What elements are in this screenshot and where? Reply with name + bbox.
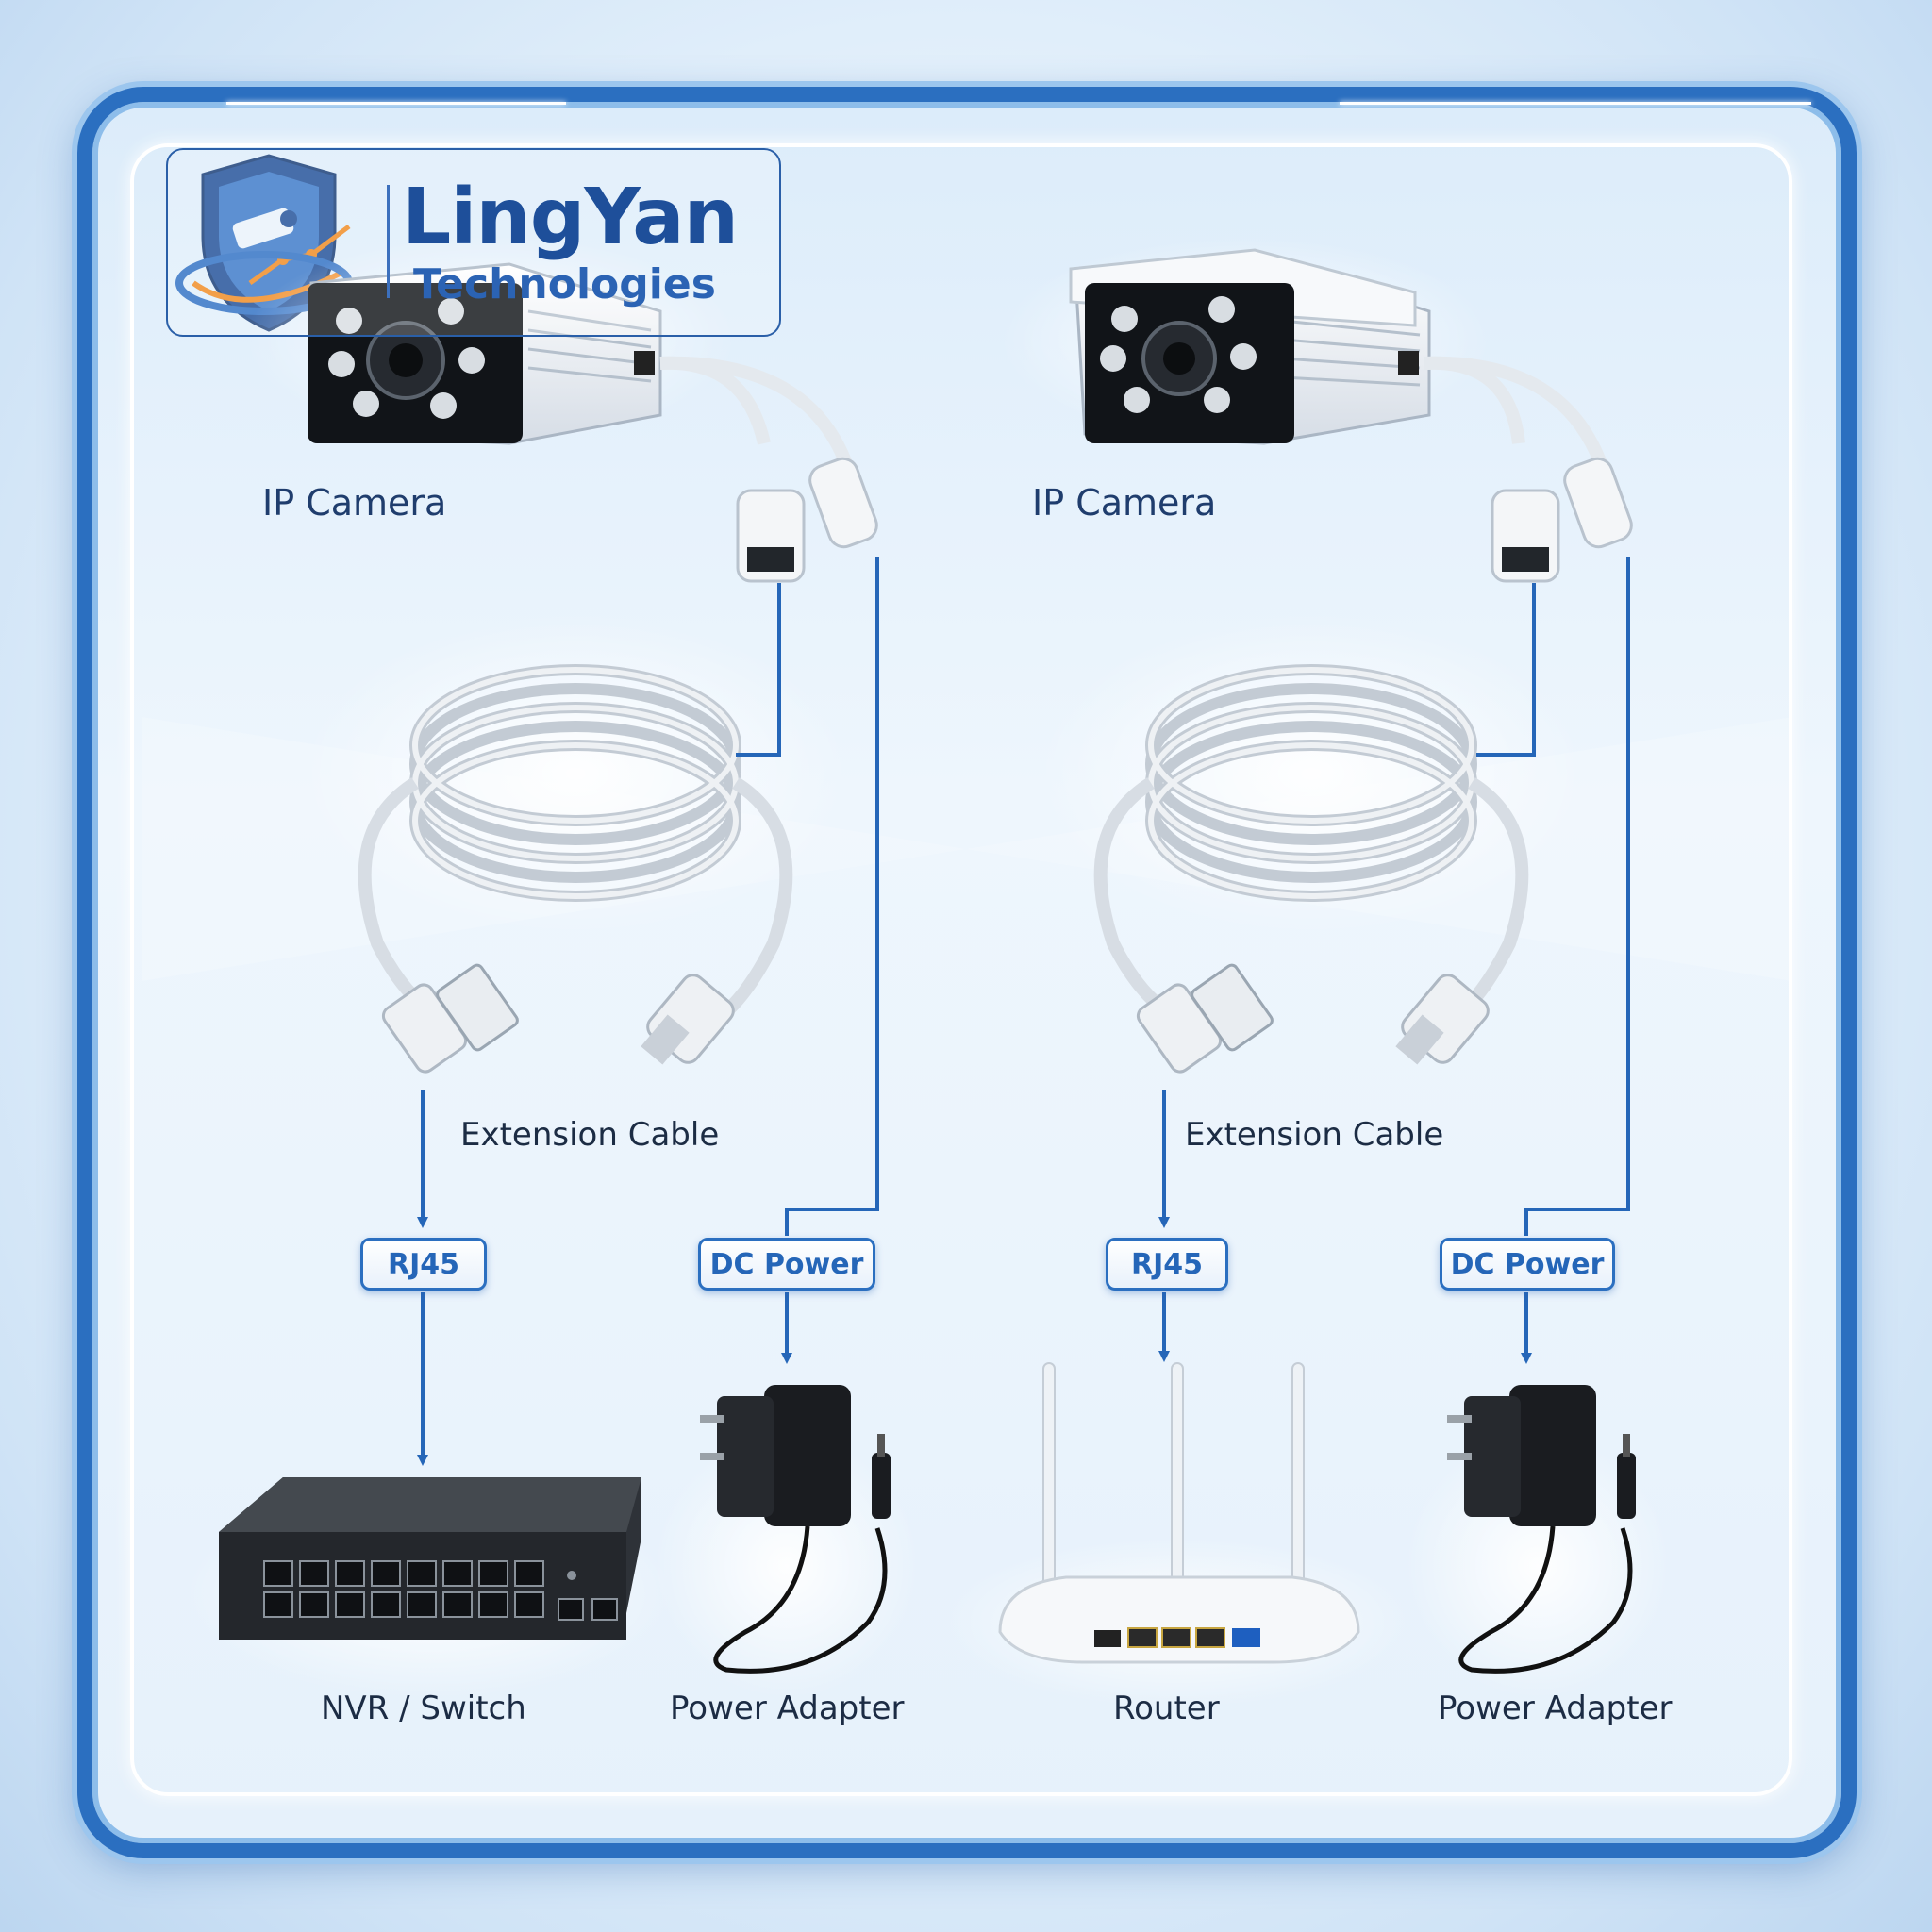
dc-plug-icon [641, 974, 1490, 1065]
rj45-plug-icon [381, 963, 1274, 1074]
power-adapter-icon [655, 1385, 919, 1698]
logo-box [166, 148, 781, 337]
router-icon [941, 1362, 1413, 1707]
power-device-label-right: Power Adapter [1438, 1690, 1673, 1727]
ip-camera-icon [1000, 236, 1633, 583]
brand-subtitle: Technologies [413, 260, 716, 308]
ip-camera-icon [245, 236, 878, 583]
network-device-label-left: NVR / Switch [321, 1690, 526, 1727]
network-device-label-right: Router [1113, 1690, 1220, 1727]
rj45-tag-left: RJ45 [360, 1238, 487, 1291]
power-adapter-icon [1406, 1385, 1670, 1698]
frame-highlight-right [1340, 102, 1811, 105]
inner-frame [130, 143, 1792, 1796]
dc-power-tag-left: DC Power [698, 1238, 875, 1291]
brand-name: LingYan [402, 173, 739, 262]
cable-coil-icon [302, 613, 849, 1025]
cable-label-left: Extension Cable [460, 1116, 720, 1154]
power-device-label-left: Power Adapter [670, 1690, 905, 1727]
frame-highlight-left [226, 102, 566, 105]
switch-icon [184, 1477, 675, 1698]
camera-label-left: IP Camera [262, 482, 447, 524]
rj45-tag-right: RJ45 [1106, 1238, 1228, 1291]
dc-power-tag-right: DC Power [1440, 1238, 1615, 1291]
logo-divider [387, 185, 390, 298]
cable-label-right: Extension Cable [1185, 1116, 1444, 1154]
connector-lines [417, 557, 1630, 1466]
cable-coil-icon [1038, 613, 1585, 1025]
shield-camera-logo-icon [175, 154, 353, 332]
camera-label-right: IP Camera [1032, 482, 1217, 524]
